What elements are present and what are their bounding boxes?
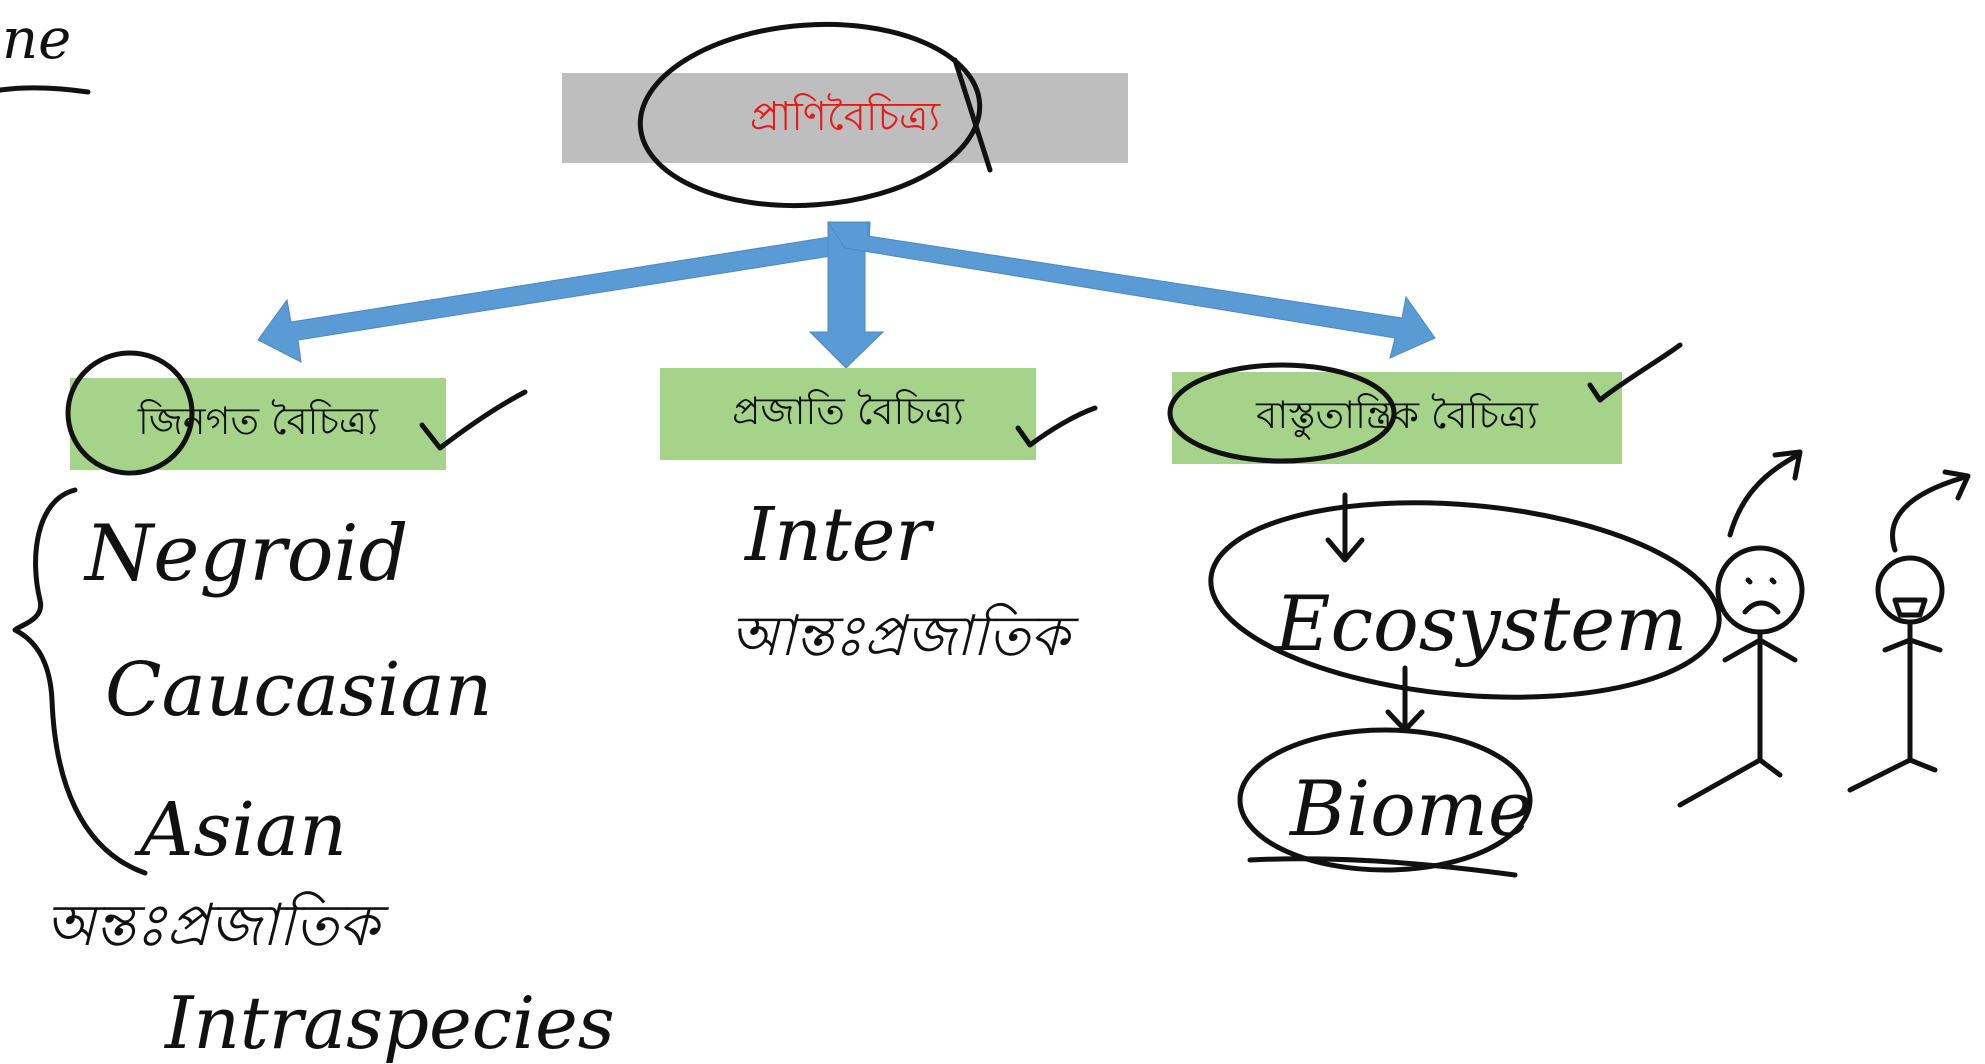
ecosystem-diversity-label: বাস্তুতান্ত্রিক বৈচিত্র্য	[1256, 393, 1538, 437]
biome-underline	[1247, 856, 1518, 878]
biome-label: Biome	[1288, 764, 1533, 853]
inter-bn: আন্তঃপ্রজাতিক	[730, 602, 1080, 669]
genetic-diversity-box: জিনগত বৈচিত্র্য	[70, 378, 446, 470]
genetic-list-item-1: Negroid	[83, 509, 408, 599]
genetic-list-item-3: Asian	[134, 787, 347, 873]
ecosystem-diversity-box: বাস্তুতান্ত্রিক বৈচিত্র্য	[1172, 372, 1622, 464]
intraspecies-en: Intraspecies	[163, 981, 615, 1064]
intraspecies-bn: অন্তঃপ্রজাতিক	[45, 891, 389, 959]
ecosystem-circle	[1208, 500, 1722, 700]
check-mark-ecosystem	[1587, 342, 1683, 403]
genetic-list-brace	[12, 487, 148, 876]
species-diversity-label: প্রজাতি বৈচিত্র্য	[732, 389, 964, 433]
stick-figure-sad	[1677, 449, 1805, 808]
genetic-list-item-2: Caucasian	[105, 647, 492, 733]
inter-en: Inter	[743, 492, 935, 578]
check-mark-species	[1015, 405, 1098, 448]
down-arrow-to-ecosystem	[1325, 492, 1365, 563]
ecosystem-en: Ecosystem	[1273, 579, 1687, 668]
genetic-diversity-label: জিনগত বৈচিত্র্য	[138, 399, 378, 443]
check-mark-genetic	[419, 389, 528, 451]
biome-circle	[1237, 727, 1533, 873]
arrow-to-ecosystem	[827, 221, 1436, 359]
root-slash	[952, 57, 993, 173]
gene-circle	[65, 350, 195, 476]
corner-underline	[0, 85, 91, 95]
root-node-label: প্রাণিবৈচিত্র্য	[749, 93, 941, 140]
stick-figure-grinning	[1847, 469, 1971, 793]
down-arrow-to-biome	[1385, 665, 1425, 733]
root-circle	[637, 21, 983, 209]
corner-text: ne	[2, 7, 71, 72]
species-diversity-box: প্রজাতি বৈচিত্র্য	[660, 368, 1036, 460]
ecosystem-word-circle	[1167, 362, 1397, 464]
